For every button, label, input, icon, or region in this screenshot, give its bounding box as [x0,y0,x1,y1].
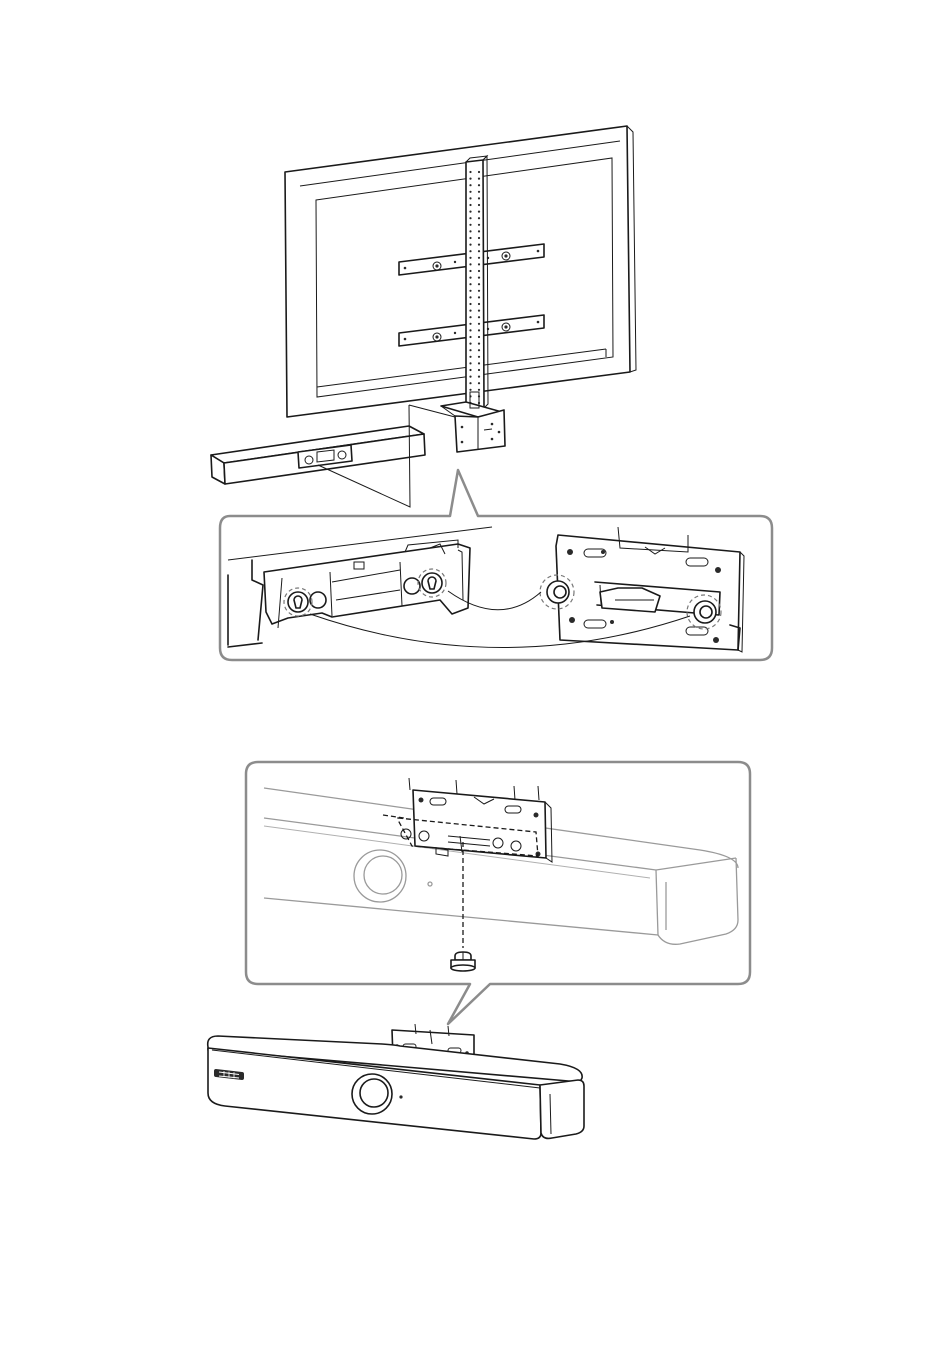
rail-hole [478,211,480,213]
rail-hole [469,211,471,213]
rail-hole [469,250,471,252]
rail-hole [469,362,471,364]
rail-hole [478,277,480,279]
rail-hole [478,376,480,378]
screw-icon [451,952,475,971]
rail-hole [469,191,471,193]
rail-hole [478,263,480,265]
rail-hole [469,197,471,199]
rail-hole [469,224,471,226]
video-bar-assembled [208,1024,584,1139]
rail-hole [478,362,480,364]
rail-hole [469,316,471,318]
rail-hole [478,323,480,325]
rail-hole [478,303,480,305]
rail-hole [478,283,480,285]
rail-hole [478,329,480,331]
rail-hole [478,184,480,186]
rail-hole [478,343,480,345]
rail-hole [478,217,480,219]
video-bar-small [211,426,425,484]
rail-hole [478,191,480,193]
rail-hole [469,290,471,292]
rail-hole [478,389,480,391]
rail-hole [469,257,471,259]
rail-hole [478,250,480,252]
rail-hole [469,277,471,279]
rail-hole [478,382,480,384]
rail-hole [469,336,471,338]
rail-hole [478,356,480,358]
rail-hole [469,329,471,331]
rail-hole [469,376,471,378]
rail-hole [478,178,480,180]
rail-hole [478,349,480,351]
rail-hole [469,244,471,246]
callout-1 [220,470,772,660]
rail-hole [469,237,471,239]
rail-hole [469,283,471,285]
rail-hole [478,290,480,292]
rail-hole [469,217,471,219]
step1-illustration [211,126,636,507]
tv-back [285,126,636,417]
rail-hole [478,316,480,318]
rail-hole [469,230,471,232]
rail-hole [469,270,471,272]
rail-hole [469,349,471,351]
rail-hole [478,336,480,338]
rail-hole [469,310,471,312]
rail-hole [469,178,471,180]
rail-hole [478,204,480,206]
rail-hole [478,369,480,371]
rail-hole [469,382,471,384]
rail-hole [469,171,471,173]
callout-2 [246,762,750,1024]
rail-hole [469,303,471,305]
rail-hole [469,204,471,206]
rail-hole [478,296,480,298]
rail-hole [469,263,471,265]
rail-hole [469,184,471,186]
rail-hole [469,389,471,391]
rail-hole [478,270,480,272]
rail-hole [478,237,480,239]
rail-hole [478,257,480,259]
rail-hole [469,296,471,298]
rail-hole [478,224,480,226]
rail-hole [469,343,471,345]
rail-hole [478,197,480,199]
rail-hole [469,323,471,325]
rail-hole [478,171,480,173]
rail-hole [469,369,471,371]
rail-hole [478,244,480,246]
rail-hole [478,310,480,312]
rail-hole [469,356,471,358]
rail-hole [478,230,480,232]
